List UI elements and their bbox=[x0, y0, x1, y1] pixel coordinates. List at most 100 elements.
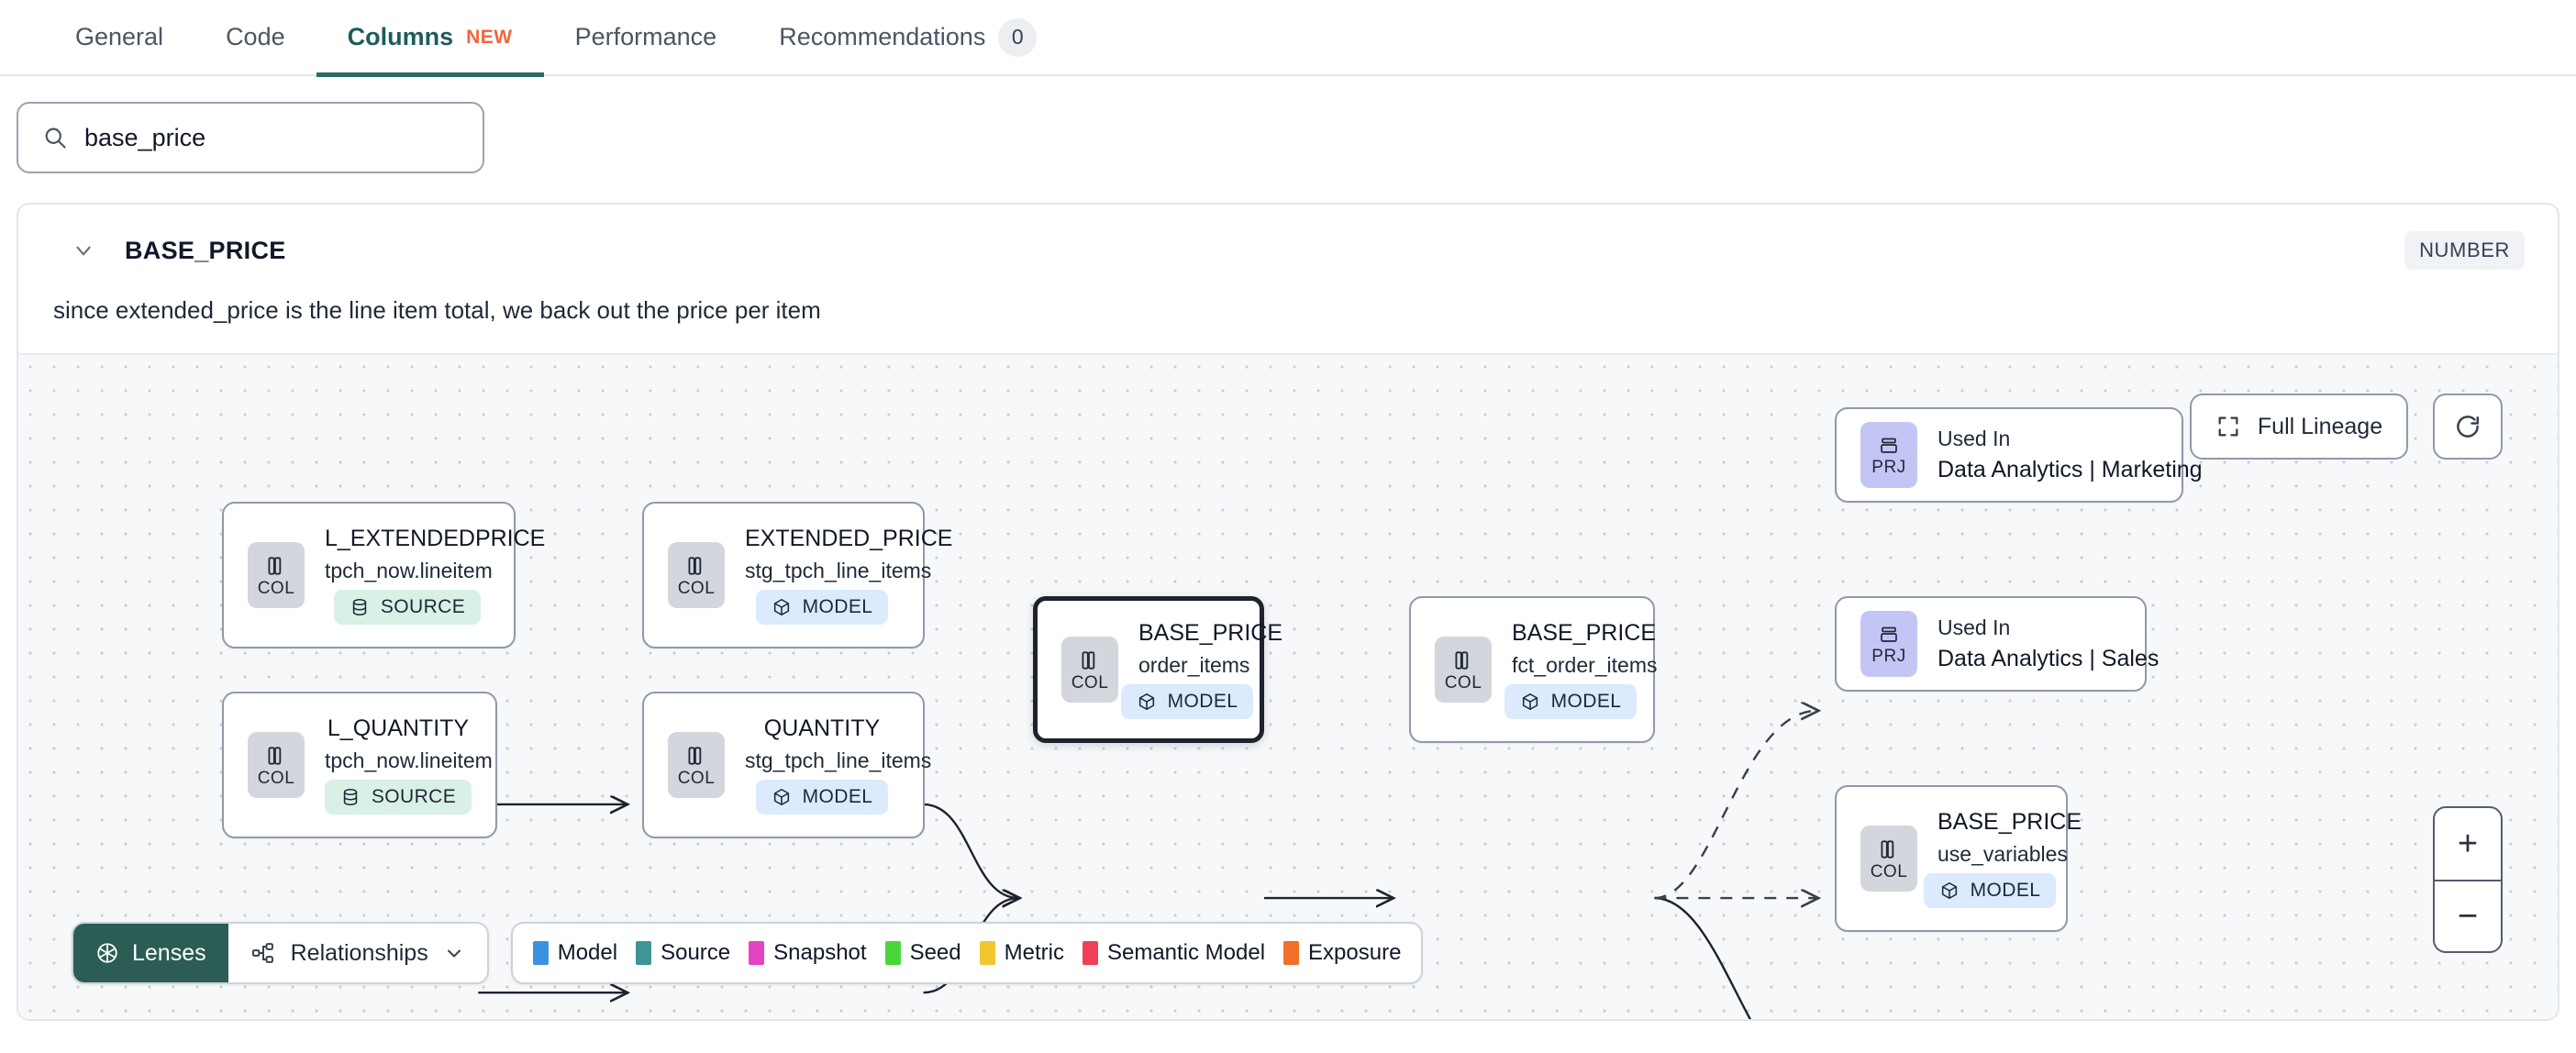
col-kind-badge: COL bbox=[248, 732, 305, 798]
node-subtitle: order_items bbox=[1138, 653, 1250, 677]
node-subtitle: tpch_now.lineitem bbox=[325, 748, 493, 772]
legend-label: Semantic Model bbox=[1106, 940, 1266, 965]
expand-icon bbox=[2215, 414, 2241, 439]
chevron-down-icon[interactable] bbox=[70, 237, 97, 264]
col-kind-badge: COL bbox=[668, 542, 725, 608]
tab-bar: General Code Columns NEW Performance Rec… bbox=[0, 0, 2576, 77]
search-box[interactable] bbox=[17, 102, 484, 173]
tab-label: Columns bbox=[347, 23, 454, 50]
node-subtitle: fct_order_items bbox=[1512, 653, 1658, 677]
relationships-dropdown[interactable]: Relationships bbox=[228, 924, 487, 982]
refresh-icon bbox=[2454, 413, 2482, 440]
project-name: Data Analytics | Marketing bbox=[1938, 457, 2203, 482]
tab-code[interactable]: Code bbox=[194, 0, 316, 75]
badge-label: MODEL bbox=[1167, 691, 1238, 712]
badge-label: MODEL bbox=[1970, 880, 2041, 901]
materialization-badge: SOURCE bbox=[324, 780, 472, 815]
badge-label: MODEL bbox=[802, 786, 873, 807]
tab-performance[interactable]: Performance bbox=[544, 0, 749, 75]
search-icon bbox=[42, 125, 68, 150]
tab-general[interactable]: General bbox=[44, 0, 194, 75]
column-type-badge: NUMBER bbox=[2404, 231, 2525, 270]
prj-kind-badge: PRJ bbox=[1860, 422, 1917, 488]
kind-label: PRJ bbox=[1871, 457, 1906, 477]
lenses-button[interactable]: Lenses bbox=[73, 924, 228, 982]
project-name: Data Analytics | Sales bbox=[1938, 646, 2160, 671]
search-input[interactable] bbox=[84, 123, 459, 152]
legend-item-metric: Metric bbox=[979, 940, 1064, 966]
lineage-node-base-price-use-variables[interactable]: COL BASE_PRICE use_variables MODEL bbox=[1835, 785, 2082, 932]
tab-label: Code bbox=[226, 23, 285, 50]
kind-label: COL bbox=[1870, 861, 1908, 881]
legend-swatch bbox=[636, 941, 652, 965]
kind-label: COL bbox=[677, 578, 716, 598]
page-title: BASE_PRICE bbox=[125, 236, 286, 264]
kind-label: COL bbox=[257, 768, 295, 788]
tab-columns[interactable]: Columns NEW bbox=[316, 0, 544, 77]
tab-recommendations[interactable]: Recommendations 0 bbox=[748, 0, 1068, 75]
badge-label: SOURCE bbox=[371, 786, 457, 807]
legend-item-source: Source bbox=[636, 940, 730, 966]
materialization-badge: MODEL bbox=[1120, 684, 1254, 719]
tab-label: Recommendations bbox=[779, 23, 986, 50]
col-kind-badge: COL bbox=[1860, 826, 1917, 892]
materialization-badge: MODEL bbox=[1923, 873, 2057, 908]
lineage-legend: Model Source Snapshot Seed Metric bbox=[510, 922, 1424, 984]
legend-swatch bbox=[884, 941, 901, 965]
materialization-badge: MODEL bbox=[755, 780, 889, 815]
node-name: BASE_PRICE bbox=[1138, 620, 1283, 646]
node-name: EXTENDED_PRICE bbox=[745, 526, 953, 551]
column-header: BASE_PRICE NUMBER bbox=[18, 205, 2558, 296]
badge-label: SOURCE bbox=[380, 596, 466, 617]
legend-swatch bbox=[1082, 941, 1098, 965]
search-area bbox=[0, 76, 2576, 173]
node-name: BASE_PRICE bbox=[1938, 809, 2082, 835]
kind-label: COL bbox=[1444, 672, 1482, 693]
refresh-button[interactable] bbox=[2433, 393, 2503, 460]
lineage-edges bbox=[478, 355, 2558, 1019]
lineage-node-project-sales[interactable]: PRJ Used In Data Analytics | Sales bbox=[1835, 596, 2159, 692]
lineage-canvas[interactable]: COL L_EXTENDEDPRICE tpch_now.lineitem SO… bbox=[18, 353, 2558, 1019]
tab-label: Performance bbox=[574, 23, 717, 50]
legend-item-model: Model bbox=[532, 940, 617, 966]
badge-label: MODEL bbox=[802, 596, 873, 617]
relationships-label: Relationships bbox=[290, 939, 428, 966]
lenses-label: Lenses bbox=[132, 939, 206, 966]
lineage-node-quantity[interactable]: COL QUANTITY stg_tpch_line_items MODEL bbox=[642, 692, 932, 838]
lineage-node-l-quantity[interactable]: COL L_QUANTITY tpch_now.lineitem SOURCE bbox=[222, 692, 497, 838]
column-panel: BASE_PRICE NUMBER since extended_price i… bbox=[17, 203, 2559, 1021]
project-used-in-label: Used In bbox=[1938, 427, 2011, 450]
legend-swatch bbox=[532, 941, 549, 965]
node-subtitle: tpch_now.lineitem bbox=[325, 559, 493, 582]
materialization-badge: MODEL bbox=[1504, 684, 1638, 719]
lineage-node-base-price-order-items[interactable]: COL BASE_PRICE order_items MODEL bbox=[1033, 596, 1283, 743]
col-kind-badge: COL bbox=[668, 732, 725, 798]
node-subtitle: stg_tpch_line_items bbox=[745, 748, 932, 772]
zoom-out-button[interactable]: − bbox=[2435, 880, 2501, 951]
recommendations-count-badge: 0 bbox=[998, 17, 1038, 57]
node-name: L_EXTENDEDPRICE bbox=[325, 526, 546, 551]
lineage-node-base-price-fct-order-items[interactable]: COL BASE_PRICE fct_order_items MODEL bbox=[1409, 596, 1658, 743]
lineage-node-l-extendedprice[interactable]: COL L_EXTENDEDPRICE tpch_now.lineitem SO… bbox=[222, 502, 546, 648]
node-name: BASE_PRICE bbox=[1512, 620, 1657, 646]
node-subtitle: stg_tpch_line_items bbox=[745, 559, 932, 582]
kind-label: PRJ bbox=[1871, 646, 1906, 666]
lineage-node-extended-price[interactable]: COL EXTENDED_PRICE stg_tpch_line_items M… bbox=[642, 502, 953, 648]
lineage-node-project-marketing[interactable]: PRJ Used In Data Analytics | Marketing bbox=[1835, 407, 2203, 503]
legend-label: Snapshot bbox=[773, 940, 867, 965]
lineage-bottom-bar: Lenses Relationships bbox=[72, 922, 1424, 984]
legend-label: Exposure bbox=[1308, 940, 1402, 965]
col-kind-badge: COL bbox=[1435, 637, 1492, 703]
zoom-in-button[interactable]: + bbox=[2457, 825, 2479, 863]
kind-label: COL bbox=[1071, 672, 1109, 693]
node-name: L_QUANTITY bbox=[327, 715, 470, 741]
legend-label: Source bbox=[661, 940, 731, 965]
node-name: QUANTITY bbox=[763, 715, 881, 741]
tab-label: General bbox=[75, 23, 164, 50]
full-lineage-button[interactable]: Full Lineage bbox=[2190, 393, 2408, 460]
full-lineage-label: Full Lineage bbox=[2257, 413, 2383, 439]
legend-item-exposure: Exposure bbox=[1283, 940, 1401, 966]
materialization-badge: SOURCE bbox=[333, 590, 482, 625]
materialization-badge: MODEL bbox=[755, 590, 889, 625]
zoom-controls: + − bbox=[2433, 806, 2503, 953]
